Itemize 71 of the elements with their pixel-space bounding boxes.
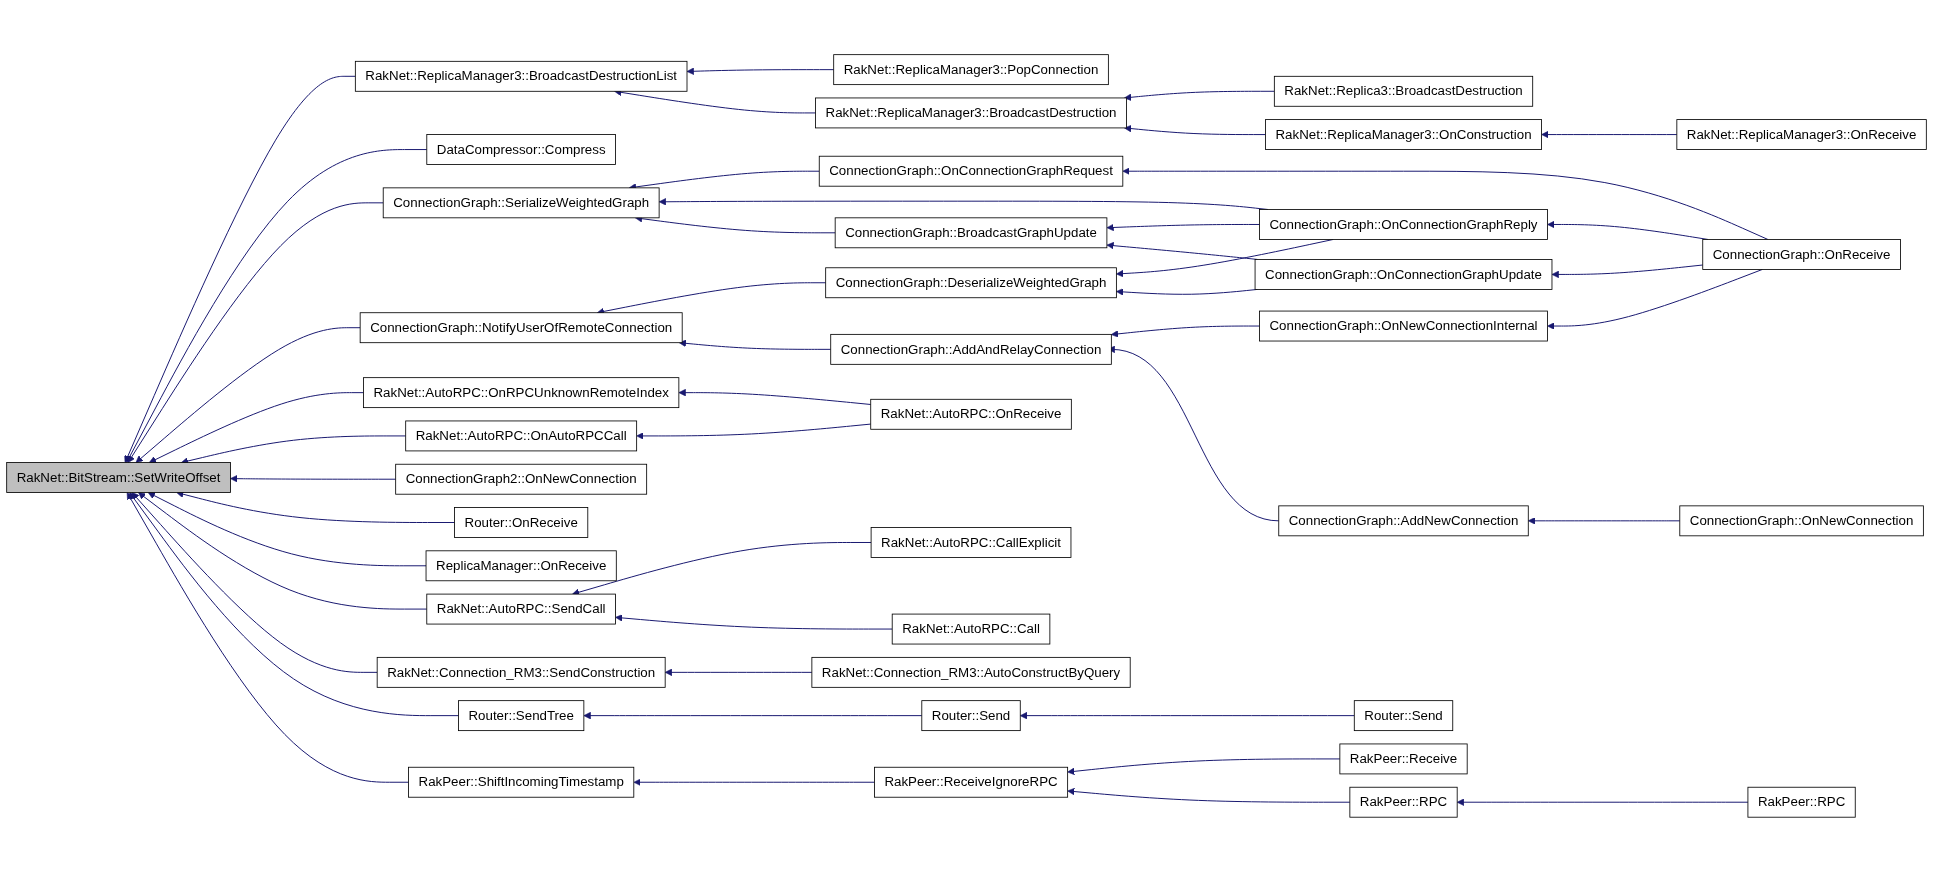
node-box: ConnectionGraph::OnConnectionGraphReply: [1259, 209, 1548, 240]
arrow: [686, 67, 835, 75]
node-box: RakPeer::ReceiveIgnoreRPC: [874, 766, 1069, 798]
arrow: [1124, 125, 1266, 136]
arrow: [124, 75, 356, 463]
node-box: Router::SendTree: [458, 700, 585, 732]
arrow: [678, 389, 872, 406]
node-box: ConnectionGraph::OnReceive: [1702, 239, 1901, 270]
node-box: RakNet::Connection_RM3::AutoConstructByQuery: [811, 657, 1131, 688]
node-box: RakNet::Connection_RM3::SendConstruction: [376, 657, 666, 688]
node-box: ConnectionGraph2::OnNewConnection: [395, 463, 648, 495]
arrow: [1067, 787, 1351, 803]
node-box: RakNet::ReplicaManager3::OnConstruction: [1265, 119, 1542, 151]
arrow: [1541, 131, 1678, 139]
arrow: [636, 423, 872, 440]
node-box: ConnectionGraph::AddNewConnection: [1278, 505, 1529, 537]
node-box: ConnectionGraph::DeserializeWeightedGraph: [825, 267, 1117, 299]
arrow: [126, 492, 410, 783]
node-box: RakNet::BitStream::SetWriteOffset: [6, 462, 231, 493]
arrow: [1111, 325, 1260, 338]
node-box: ConnectionGraph::OnConnectionGraphUpdate: [1254, 259, 1553, 290]
arrow: [1067, 758, 1341, 776]
node-box: ReplicaManager::OnReceive: [425, 550, 617, 582]
node-box: DataCompressor::Compress: [426, 134, 616, 166]
arrow: [572, 542, 872, 596]
node-box: Router::Send: [921, 700, 1021, 732]
node-box: ConnectionGraph::OnNewConnectionInternal: [1259, 310, 1548, 342]
arrow: [1124, 90, 1275, 101]
node-box: RakNet::AutoRPC::OnAutoRPCCall: [405, 420, 638, 452]
arrow: [1106, 223, 1260, 232]
node-box: RakNet::ReplicaManager3::BroadcastDestruction: [815, 97, 1127, 129]
node-box: Router::OnReceive: [454, 507, 589, 538]
node-box: RakNet::AutoRPC::OnReceive: [870, 398, 1072, 430]
arrow: [1019, 712, 1355, 720]
arrow: [127, 202, 384, 463]
node-box: RakNet::ReplicaManager3::BroadcastDestructionList: [354, 60, 688, 92]
node-box: Router::Send: [1353, 700, 1454, 732]
node-box: RakNet::AutoRPC::CallExplicit: [870, 527, 1072, 558]
arrow: [1551, 264, 1704, 279]
node-box: RakPeer::ShiftIncomingTimestamp: [408, 766, 635, 798]
arrow: [633, 778, 875, 786]
arrow: [230, 475, 397, 483]
node-box: RakPeer::Receive: [1339, 743, 1468, 775]
arrow: [147, 492, 427, 567]
node-box: RakNet::ReplicaManager3::OnReceive: [1676, 119, 1927, 151]
arrow: [583, 712, 923, 720]
node-box: RakNet::Replica3::BroadcastDestruction: [1273, 75, 1534, 107]
node-box: ConnectionGraph::AddAndRelayConnection: [830, 334, 1112, 365]
node-box: RakNet::AutoRPC::OnRPCUnknownRemoteIndex: [363, 377, 680, 409]
arrow: [1527, 517, 1681, 525]
arrow: [131, 492, 378, 673]
arrow: [149, 392, 364, 464]
node-box: ConnectionGraph::NotifyUserOfRemoteConnection: [359, 312, 683, 344]
node-box: RakNet::ReplicaManager3::PopConnection: [833, 54, 1109, 86]
arrow: [129, 492, 459, 717]
arrow: [1547, 269, 1763, 330]
node-box: RakPeer::RPC: [1349, 786, 1458, 818]
arrow: [126, 149, 428, 463]
node-box: ConnectionGraph::OnNewConnection: [1679, 505, 1924, 537]
arrow: [678, 339, 832, 350]
arrow: [1456, 798, 1749, 806]
node-box: ConnectionGraph::BroadcastGraphUpdate: [834, 217, 1108, 249]
node-box: RakNet::AutoRPC::Call: [891, 613, 1051, 645]
node-box: ConnectionGraph::OnConnectionGraphRequest: [818, 155, 1124, 187]
node-box: ConnectionGraph::SerializeWeightedGraph: [382, 187, 660, 219]
node-box: RakPeer::RPC: [1747, 786, 1856, 818]
node-box: RakNet::AutoRPC::SendCall: [426, 593, 616, 625]
arrow: [615, 614, 893, 630]
arrow: [664, 668, 813, 677]
arrow: [138, 492, 428, 610]
arrow: [135, 327, 361, 463]
